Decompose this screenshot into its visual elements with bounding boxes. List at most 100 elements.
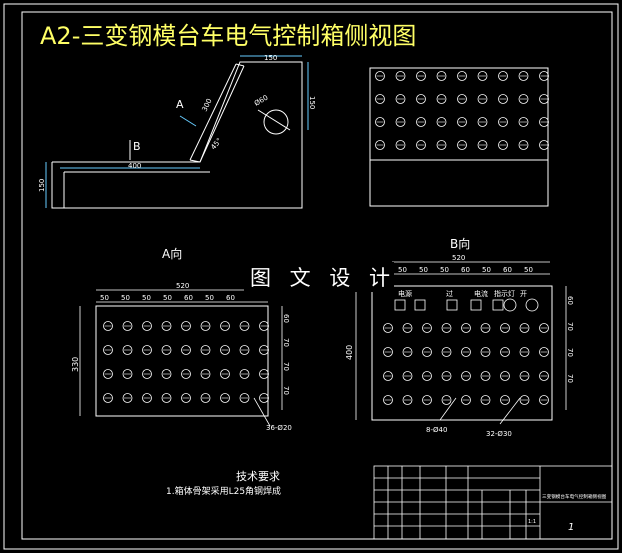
panel-hole (375, 117, 385, 127)
mounting-hole (103, 345, 113, 355)
mounting-hole (103, 369, 113, 379)
view-a (79, 289, 283, 427)
notes-item-1: 1.箱体骨架采用L25角钢焊成 (166, 485, 281, 497)
dim-label: 70 (566, 348, 574, 357)
title-block-name: 三变钢模台车电气控制箱侧视图 (542, 493, 607, 500)
mounting-hole (161, 393, 172, 403)
indicator-lamp (503, 298, 517, 312)
view-b-heading: B向 (450, 236, 470, 251)
mounting-hole (239, 369, 250, 379)
dim-label: 50 (163, 294, 172, 302)
panel-hole (395, 117, 406, 127)
mounting-hole (519, 347, 530, 357)
mounting-hole (441, 395, 452, 405)
dim-label: 50 (205, 294, 214, 302)
mounting-hole (239, 321, 250, 331)
mounting-hole (161, 345, 172, 355)
title-block-sheet: 1 (568, 522, 574, 533)
panel-hole (436, 94, 447, 104)
mounting-hole (441, 371, 452, 381)
mounting-hole (200, 321, 211, 331)
panel-device (394, 299, 406, 311)
mounting-hole (122, 393, 133, 403)
mounting-hole (461, 323, 471, 333)
mounting-hole (142, 321, 152, 331)
mounting-hole (181, 393, 191, 403)
mounting-hole (441, 347, 452, 357)
panel-hole (498, 94, 508, 104)
view-b (355, 261, 567, 425)
view-a-holes (103, 321, 269, 403)
drawing-inner-border (21, 11, 613, 540)
panel-hole (518, 71, 529, 81)
panel-hole (539, 117, 549, 127)
panel-hole (539, 71, 549, 81)
mounting-hole (181, 369, 191, 379)
mounting-hole (142, 369, 152, 379)
side-label-a: A (176, 98, 184, 111)
device-label: 指示灯 (494, 289, 515, 298)
mounting-hole (539, 323, 549, 333)
panel-hole (457, 140, 467, 150)
side-dim-150-left: 150 (38, 179, 46, 192)
dim-label: 50 (419, 266, 428, 274)
panel-hole (457, 71, 467, 81)
mounting-hole (161, 369, 172, 379)
mounting-hole (220, 393, 230, 403)
mounting-hole (422, 395, 432, 405)
mounting-hole (103, 393, 113, 403)
dim-label: 50 (100, 294, 109, 302)
mounting-hole (259, 321, 269, 331)
view-b-holes (383, 323, 549, 405)
mounting-hole (480, 347, 491, 357)
mounting-hole (142, 345, 152, 355)
mounting-hole (539, 395, 549, 405)
device-label: 电源 (398, 289, 412, 298)
front-panel-holes (375, 71, 549, 150)
mounting-hole (441, 323, 452, 333)
watermark: 图 文 设 计 (250, 266, 396, 290)
mounting-hole (519, 323, 530, 333)
mounting-hole (422, 347, 432, 357)
device-label: 电流 (474, 289, 488, 298)
panel-hole (477, 94, 488, 104)
drawing-title: A2-三变钢模台车电气控制箱侧视图 (40, 22, 416, 50)
dim-label: 50 (524, 266, 533, 274)
view-a-hole-callout: 36-Ø20 (266, 424, 292, 432)
mounting-hole (500, 395, 510, 405)
title-block-scale: 1:1 (528, 519, 536, 525)
title-block (373, 465, 613, 540)
mounting-hole (200, 393, 211, 403)
dim-label: 50 (398, 266, 407, 274)
panel-hole (498, 117, 508, 127)
device-label: 开 (520, 290, 527, 298)
panel-device (470, 299, 482, 311)
dim-label: 60 (503, 266, 512, 274)
panel-hole (518, 117, 529, 127)
dim-label: 70 (282, 386, 290, 395)
mounting-hole (422, 323, 432, 333)
mounting-hole (259, 393, 269, 403)
view-b-callout-left: 8-Ø40 (426, 426, 447, 434)
mounting-hole (461, 395, 471, 405)
mounting-hole (239, 345, 250, 355)
panel-hole (518, 94, 529, 104)
dim-label: 60 (226, 294, 235, 302)
side-dim-400: 400 (128, 162, 141, 170)
side-view (45, 55, 309, 209)
mounting-hole (200, 369, 211, 379)
panel-hole (416, 140, 426, 150)
panel-hole (498, 71, 508, 81)
view-a-height: 330 (71, 357, 80, 372)
dim-label: 70 (282, 338, 290, 347)
mounting-hole (402, 395, 413, 405)
mounting-hole (122, 321, 133, 331)
side-dim-angle: 45° (209, 137, 223, 152)
watermark-backing (244, 262, 394, 292)
mounting-hole (259, 369, 269, 379)
mounting-hole (122, 369, 133, 379)
side-dim-r60: Ø60 (253, 94, 269, 108)
panel-hole (375, 94, 385, 104)
